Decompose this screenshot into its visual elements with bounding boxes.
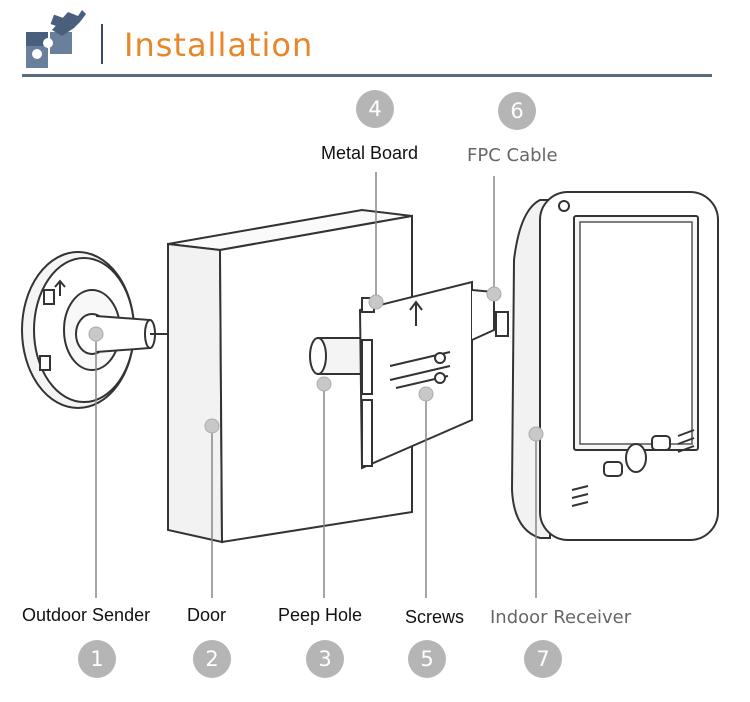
part-number-badge-5: 5 xyxy=(408,640,446,678)
leader-lines xyxy=(95,172,537,598)
metal-board-drawing xyxy=(358,280,495,470)
part-number-badge-7: 7 xyxy=(524,640,562,678)
indoor-receiver-drawing xyxy=(495,191,719,541)
outdoor-sender-drawing xyxy=(21,251,168,409)
part-number-badge-2: 2 xyxy=(193,640,231,678)
part-label-peep-hole: Peep Hole xyxy=(278,605,363,625)
part-label-door: Door xyxy=(187,605,227,625)
header-separator xyxy=(101,24,103,64)
leader-dots xyxy=(88,286,544,442)
page-title: Installation xyxy=(124,26,314,64)
part-label-metal-board: Metal Board xyxy=(321,143,419,163)
puzzle-hand-icon xyxy=(26,10,86,68)
part-label-indoor-receiver: Indoor Receiver xyxy=(490,607,632,628)
part-number-badge-6: 6 xyxy=(498,92,536,130)
header-rule xyxy=(22,74,712,77)
part-label-fpc-cable: FPC Cable xyxy=(467,145,558,166)
part-number-badge-4: 4 xyxy=(356,90,394,128)
part-label-screws: Screws xyxy=(405,607,465,627)
header: Installation xyxy=(0,0,750,80)
part-number-badge-3: 3 xyxy=(306,640,344,678)
part-number-badge-1: 1 xyxy=(78,640,116,678)
part-label-outdoor-sender: Outdoor Sender xyxy=(22,605,151,625)
